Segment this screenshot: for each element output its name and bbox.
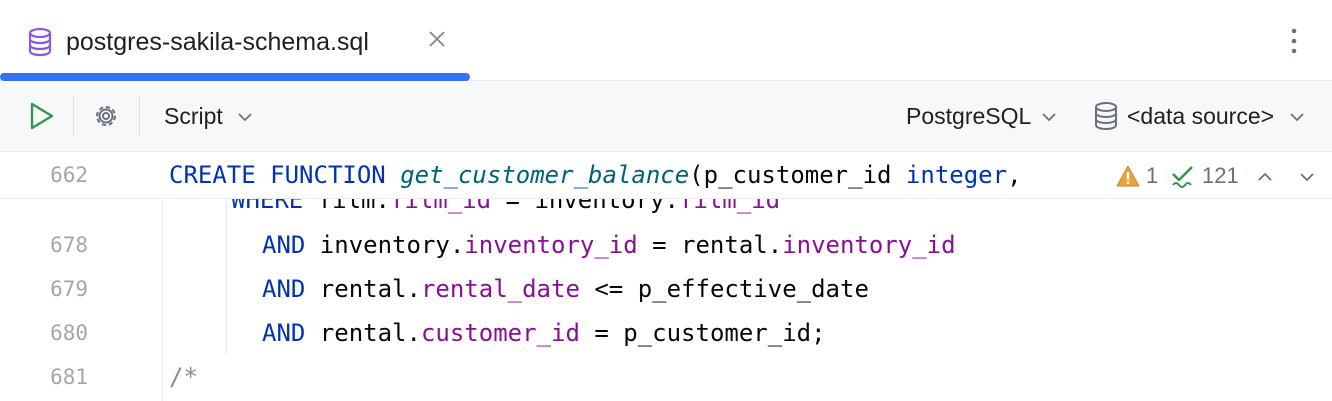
- line-number: 662: [50, 163, 88, 187]
- dialect-dropdown[interactable]: PostgreSQL: [906, 103, 1032, 129]
- code-comment: /*: [169, 363, 198, 391]
- gutter-border: [162, 152, 163, 401]
- inspection-widget[interactable]: 1 121: [1100, 152, 1332, 198]
- indent-guide: [226, 192, 227, 354]
- code-line: 678 AND inventory.inventory_id = rental.…: [0, 225, 1332, 265]
- editor-toolbar: Script PostgreSQL <data source>: [0, 81, 1332, 152]
- toolbar-separator: [139, 96, 140, 136]
- more-vertical-icon[interactable]: [1284, 26, 1304, 56]
- gear-icon[interactable]: [91, 101, 121, 131]
- code-editor[interactable]: WHERE film.film_id = inventory.film_id 6…: [0, 152, 1332, 401]
- line-number: 678: [50, 233, 88, 257]
- active-tab-indicator: [0, 73, 470, 81]
- code-text: CREATE FUNCTION get_customer_balance(p_c…: [169, 161, 1022, 189]
- code-text: AND inventory.inventory_id = rental.inve…: [262, 231, 956, 259]
- script-mode-dropdown[interactable]: Script: [164, 103, 223, 129]
- code-line: 681 /*: [0, 357, 1332, 397]
- data-source-icon: [1095, 102, 1117, 131]
- database-file-icon: [28, 27, 52, 57]
- line-number: 679: [50, 277, 88, 301]
- tab-title: postgres-sakila-schema.sql: [66, 28, 369, 56]
- code-line: 680 AND rental.customer_id = p_customer_…: [0, 313, 1332, 353]
- code-line: 679 AND rental.rental_date <= p_effectiv…: [0, 269, 1332, 309]
- toolbar-separator: [73, 96, 74, 136]
- chevron-down-icon[interactable]: [1288, 108, 1306, 126]
- line-number: 681: [50, 365, 88, 389]
- chevron-down-icon[interactable]: [1298, 168, 1316, 186]
- weak-warning-count: 121: [1202, 163, 1239, 188]
- tab-postgres-sakila-schema[interactable]: postgres-sakila-schema.sql: [0, 0, 470, 81]
- close-icon[interactable]: [426, 28, 448, 50]
- chevron-down-icon[interactable]: [1040, 108, 1058, 126]
- weak-warning-icon: [1172, 166, 1193, 188]
- chevron-up-icon[interactable]: [1256, 168, 1274, 186]
- code-text: AND rental.rental_date <= p_effective_da…: [262, 275, 869, 303]
- line-number: 680: [50, 321, 88, 345]
- code-text: AND rental.customer_id = p_customer_id;: [262, 319, 826, 347]
- warning-count: 1: [1146, 163, 1159, 188]
- warning-icon: [1116, 165, 1140, 187]
- run-icon[interactable]: [26, 101, 56, 131]
- chevron-down-icon[interactable]: [236, 108, 254, 126]
- data-source-dropdown[interactable]: <data source>: [1127, 103, 1275, 129]
- editor-tab-bar: postgres-sakila-schema.sql: [0, 0, 1332, 81]
